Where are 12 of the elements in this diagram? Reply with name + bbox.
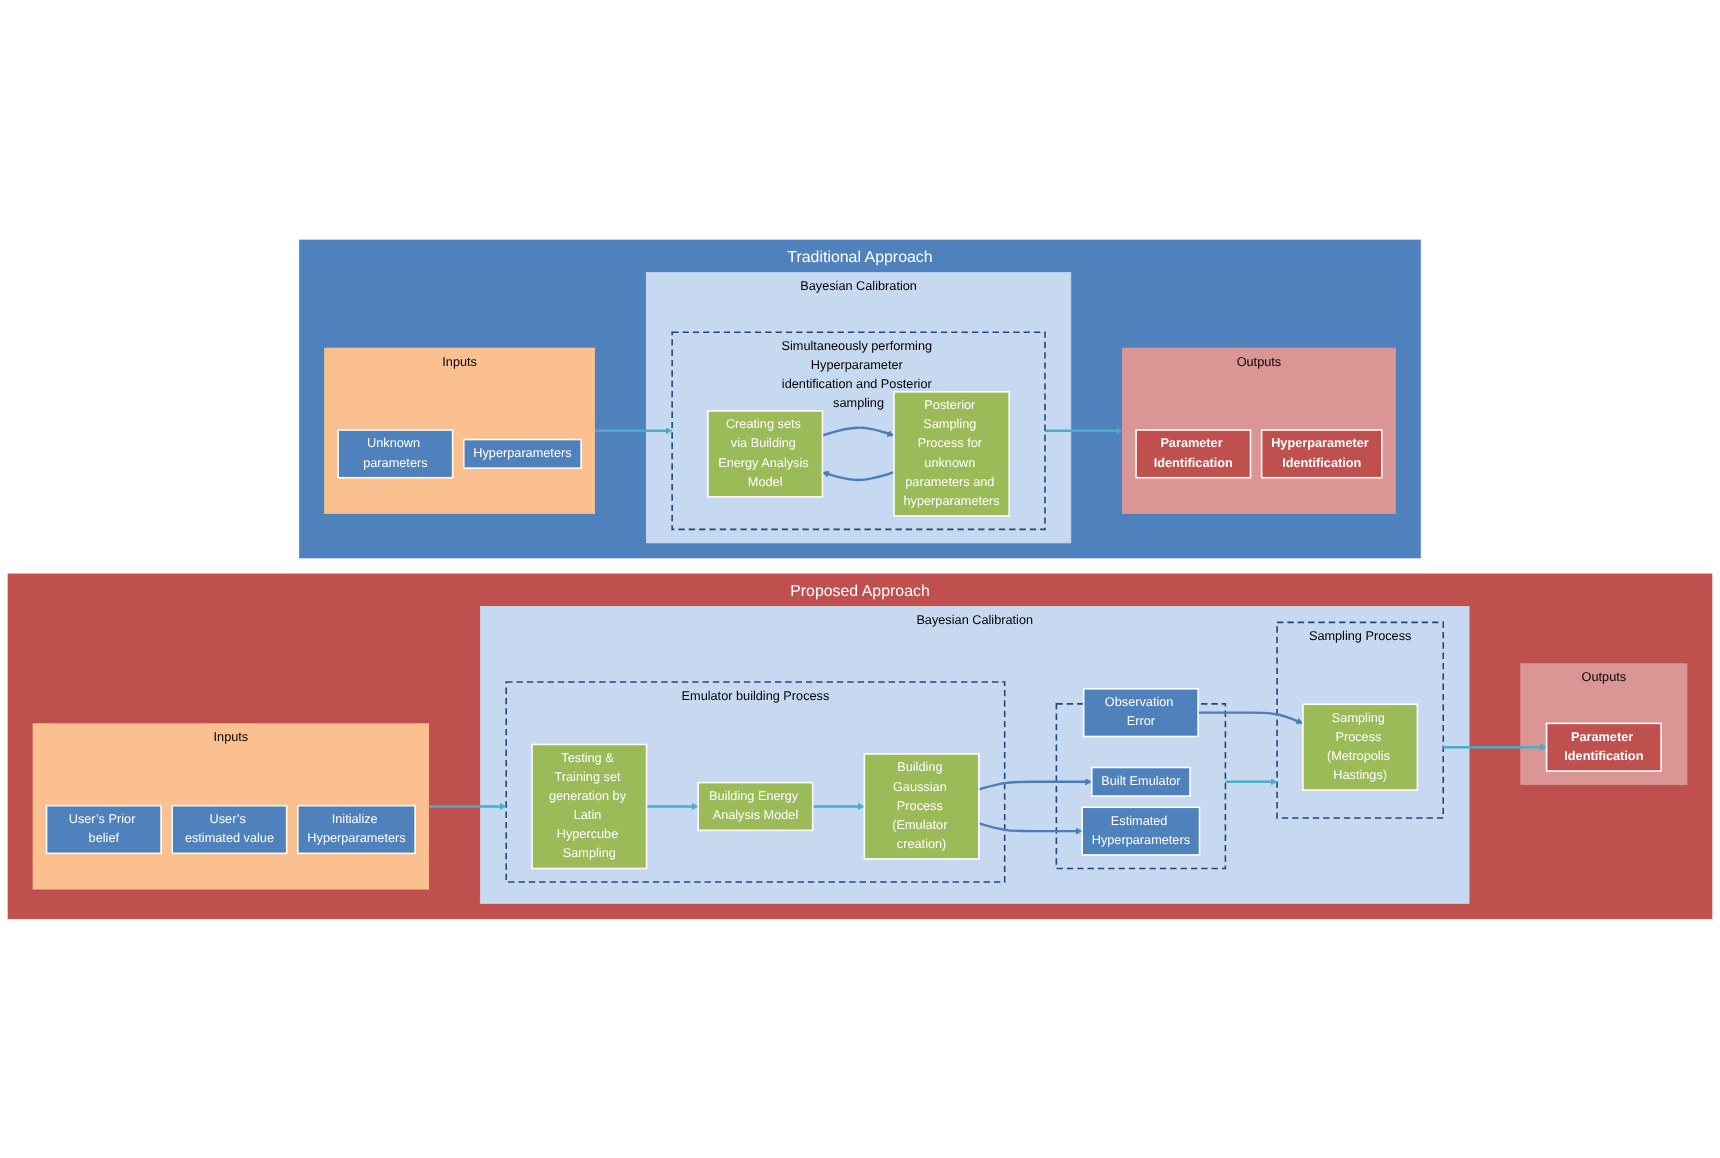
arrow xyxy=(428,802,507,810)
arrow xyxy=(822,426,895,437)
arrow xyxy=(822,470,895,481)
arrow xyxy=(1198,711,1304,724)
arrow xyxy=(594,427,673,434)
arrow xyxy=(978,822,1083,835)
arrow xyxy=(812,802,865,810)
arrow xyxy=(1225,778,1278,785)
arrow xyxy=(978,778,1093,791)
arrow xyxy=(1443,743,1547,751)
arrow xyxy=(1045,427,1123,434)
arrow xyxy=(646,802,699,810)
